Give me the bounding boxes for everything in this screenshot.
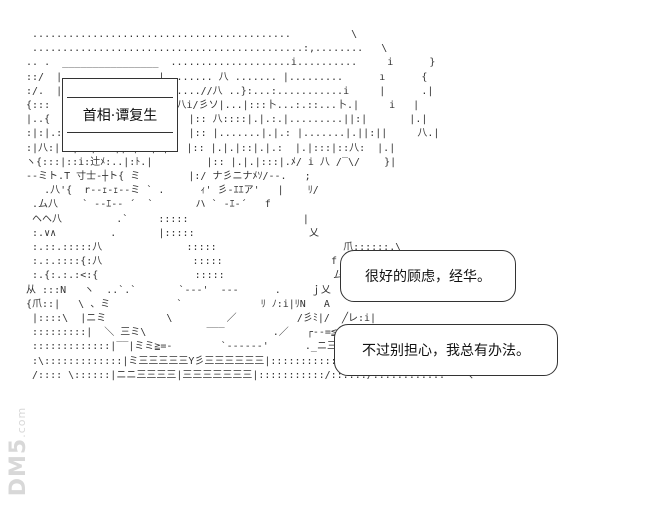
watermark-suffix: .com xyxy=(15,406,29,438)
site-watermark: DM5.com xyxy=(4,396,34,506)
watermark-brand: DM5 xyxy=(6,437,32,496)
speech-bubble-2: 不过别担心，我总有办法。 xyxy=(334,324,558,376)
speech-bubble-1: 很好的顾虑，经华。 xyxy=(340,250,516,302)
caption-inner-frame: 首相·谭复生 xyxy=(67,97,173,133)
speech-line-2: 不过别担心，我总有办法。 xyxy=(362,343,530,359)
character-name-caption: 首相·谭复生 xyxy=(62,78,178,152)
character-name: 首相·谭复生 xyxy=(82,108,158,124)
speech-line-1: 很好的顾虑，经华。 xyxy=(365,269,491,285)
